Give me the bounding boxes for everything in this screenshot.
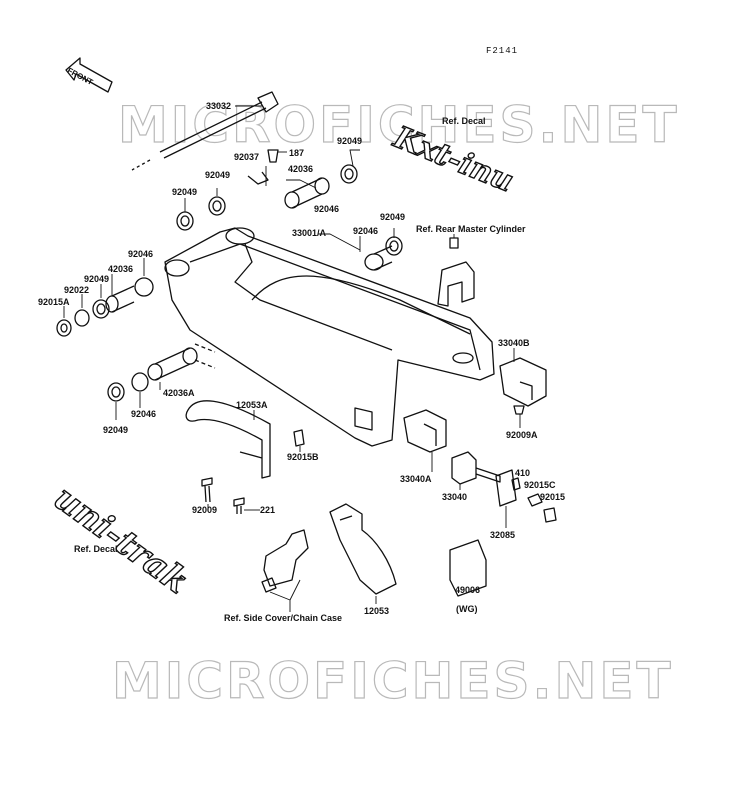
part-label-33001A: 33001/A xyxy=(292,228,327,238)
collar-92046-low xyxy=(131,372,149,392)
part-label-92049-mid: 92049 xyxy=(380,212,406,222)
bolt-221 xyxy=(233,497,245,514)
bolt-92009A xyxy=(513,405,525,415)
bearing-92049-top xyxy=(340,164,358,184)
part-label-92049-l2: 92049 xyxy=(205,170,231,180)
part-label-92046-mid: 92046 xyxy=(353,226,379,236)
ref-decal-left: Ref. Decal xyxy=(74,544,118,554)
washer-92015A xyxy=(56,319,72,337)
part-label-92009: 92009 xyxy=(192,505,218,515)
part-label-187: 187 xyxy=(289,148,305,158)
block-32085 xyxy=(495,469,517,507)
bearing-92049-l1 xyxy=(176,211,194,231)
nut-92015 xyxy=(543,507,557,523)
watermark-bottom: MICROFICHES.NET xyxy=(111,651,674,710)
watermark-top: MICROFICHES.NET xyxy=(117,95,680,154)
chain-guide-12053A xyxy=(185,400,271,479)
adjuster-33040 xyxy=(451,451,477,485)
bearing-92049-low xyxy=(107,382,125,402)
part-label-92046-low: 92046 xyxy=(131,409,157,419)
clip-92037 xyxy=(247,171,269,185)
part-label-12053: 12053 xyxy=(364,606,390,616)
grease-nipple-187 xyxy=(267,149,279,163)
bearing-92049-left xyxy=(92,299,110,319)
part-label-42036A: 42036A xyxy=(163,388,195,398)
part-label-33032: 33032 xyxy=(206,101,232,111)
swingarm-body xyxy=(164,227,495,447)
ref-rear-master-cylinder: Ref. Rear Master Cylinder xyxy=(416,224,526,234)
axle-head xyxy=(257,91,279,113)
part-label-221: 221 xyxy=(260,505,276,515)
front-arrow-icon xyxy=(65,57,113,93)
part-label-wg: (WG) xyxy=(456,604,478,614)
ref-decal-top: Ref. Decal xyxy=(442,116,486,126)
part-label-92015C: 92015C xyxy=(524,480,556,490)
part-label-92049-l1: 92049 xyxy=(172,187,198,197)
axle-shaft xyxy=(159,101,267,159)
part-label-92015B: 92015B xyxy=(287,452,319,462)
part-label-92015A: 92015A xyxy=(38,297,70,307)
bearing-92049-l2 xyxy=(208,196,226,216)
ref-side-cover-chain-case: Ref. Side Cover/Chain Case xyxy=(224,613,343,623)
slider-49006 xyxy=(449,539,487,597)
part-label-12053A: 12053A xyxy=(236,400,268,410)
side-cover-bracket xyxy=(263,529,309,587)
part-label-42036-left: 42036 xyxy=(108,264,134,274)
part-label-33040A: 33040A xyxy=(400,474,432,484)
master-cylinder-bracket xyxy=(437,261,475,307)
part-label-92015: 92015 xyxy=(540,492,566,502)
bolt-92015B xyxy=(293,429,305,447)
nut-410 xyxy=(511,477,521,491)
seal-92022 xyxy=(74,309,90,327)
part-label-32085: 32085 xyxy=(490,530,516,540)
adjuster-33040A xyxy=(403,409,447,453)
part-label-92009A: 92009A xyxy=(506,430,538,440)
collar-92046-mid xyxy=(364,245,393,271)
part-label-42036-top: 42036 xyxy=(288,164,314,174)
part-label-33040B: 33040B xyxy=(498,338,530,348)
bolt-92009 xyxy=(201,477,213,503)
adjuster-33040B xyxy=(499,357,547,407)
collar-42036A xyxy=(147,347,198,381)
collar-42036-left xyxy=(105,285,135,313)
part-label-92022: 92022 xyxy=(64,285,90,295)
part-label-92046-left: 92046 xyxy=(128,249,154,259)
part-label-92049-left: 92049 xyxy=(84,274,110,284)
collar-92046-left xyxy=(134,277,154,297)
part-label-49006: 49006 xyxy=(455,585,481,595)
part-label-33040: 33040 xyxy=(442,492,468,502)
part-label-92049-top: 92049 xyxy=(337,136,363,146)
chain-case-12053 xyxy=(329,503,397,595)
figure-code: F2141 xyxy=(486,46,519,56)
bearing-92049-mid xyxy=(385,236,403,256)
part-label-410: 410 xyxy=(515,468,531,478)
part-label-92037: 92037 xyxy=(234,152,260,162)
part-label-92046-top: 92046 xyxy=(314,204,340,214)
collar-42036-top xyxy=(284,177,330,209)
nut-92015C xyxy=(527,493,543,507)
part-label-92049-low: 92049 xyxy=(103,425,129,435)
